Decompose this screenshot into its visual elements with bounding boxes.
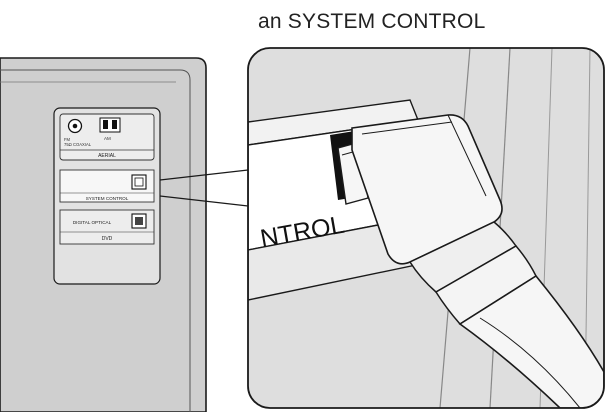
system-control-section: SYSTEM CONTROL (59, 169, 155, 203)
aerial-section-label: AERIAL (98, 153, 116, 159)
cable (458, 274, 604, 408)
device-inner-edge (0, 69, 191, 412)
zoom-inset: NTROL (247, 47, 605, 409)
aerial-section: AM FM 75Ω COAXIAL AERIAL (59, 113, 155, 161)
system-control-label: SYSTEM CONTROL (86, 196, 129, 201)
aerial-fm-label: FM 75Ω COAXIAL (64, 137, 92, 147)
digital-optical-label: DIGITAL OPTICAL (73, 220, 112, 225)
dvd-label: DVD (102, 236, 113, 242)
device-rear-panel: AM FM 75Ω COAXIAL AERIAL SYSTEM CONTROL … (0, 57, 207, 412)
callout-lines (159, 169, 249, 207)
dvd-section: DIGITAL OPTICAL DVD (59, 209, 155, 245)
callout-title: an SYSTEM CONTROL (258, 10, 486, 33)
zoom-frame (247, 47, 605, 409)
system-control-port[interactable] (131, 174, 147, 190)
system-control-plug (337, 114, 604, 408)
aerial-am-label: AM (104, 136, 111, 141)
